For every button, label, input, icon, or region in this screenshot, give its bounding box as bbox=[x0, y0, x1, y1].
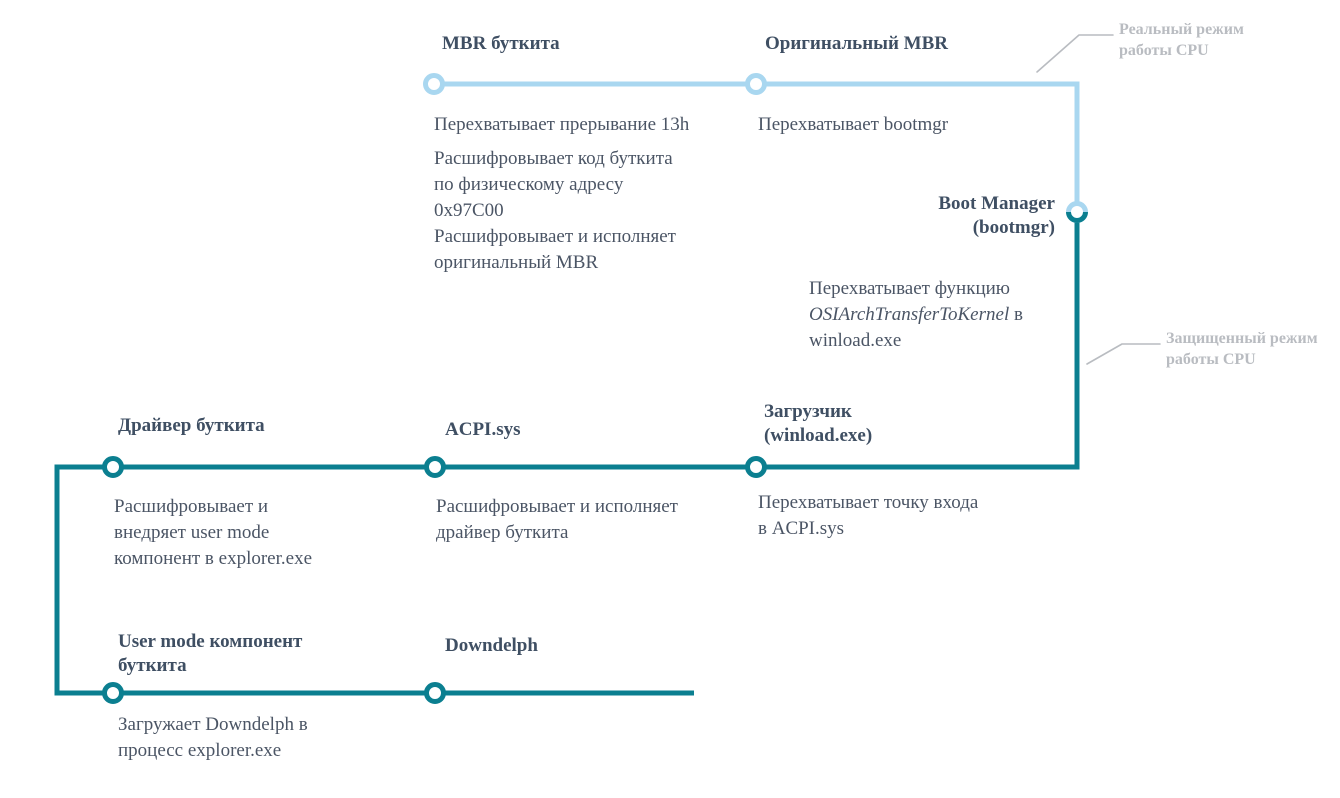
boot-manager-desc-prefix: Перехватывает функцию bbox=[809, 278, 1010, 299]
real-mode-path bbox=[434, 81, 1080, 212]
node-mbr-bootkit-marker[interactable] bbox=[423, 73, 445, 95]
node-title-bootkit-driver: Драйвер буткита bbox=[118, 415, 265, 436]
mode-label-real-mode: Реальный режим работы CPU bbox=[1119, 21, 1244, 59]
node-title-mbr-bootkit: MBR буткита bbox=[442, 33, 560, 54]
real-mode-leader-line bbox=[1036, 34, 1114, 73]
node-title-downdelph: Downdelph bbox=[445, 635, 538, 656]
node-desc-mbr-bootkit-2: Расшифровывает код буткита по физическом… bbox=[434, 148, 673, 221]
node-title-user-mode-component: User mode компонент буткита bbox=[118, 631, 303, 676]
node-desc-acpi-sys-1: Расшифровывает и исполняет драйвер бутки… bbox=[436, 496, 678, 543]
mode-label-protected-mode: Защищенный режим работы CPU bbox=[1166, 330, 1318, 368]
protected-mode-leader-line bbox=[1086, 343, 1161, 365]
node-winload-marker[interactable] bbox=[745, 456, 767, 478]
node-bootkit-driver-marker[interactable] bbox=[102, 456, 124, 478]
node-title-winload: Загрузчик (winload.exe) bbox=[764, 401, 873, 446]
node-desc-original-mbr-1: Перехватывает bootmgr bbox=[758, 114, 949, 135]
node-downdelph-marker[interactable] bbox=[424, 682, 446, 704]
protected-mode-path bbox=[54, 212, 1080, 696]
node-desc-bootkit-driver-1: Расшифровывает и внедряет user mode комп… bbox=[114, 496, 313, 569]
node-title-boot-manager: Boot Manager (bootmgr) bbox=[938, 193, 1055, 238]
node-boot-manager-marker[interactable] bbox=[1066, 201, 1088, 223]
boot-manager-desc-suffix: в winload.exe bbox=[809, 304, 1023, 351]
boot-manager-desc-function: OSIArchTransferToKernel bbox=[809, 304, 1010, 325]
node-desc-user-mode-component-1: Загружает Downdelph в процесс explorer.e… bbox=[118, 714, 308, 761]
node-desc-winload-1: Перехватывает точку входа в ACPI.sys bbox=[758, 492, 979, 539]
node-acpi-sys-marker[interactable] bbox=[424, 456, 446, 478]
node-user-mode-component-marker[interactable] bbox=[102, 682, 124, 704]
node-desc-mbr-bootkit-3: Расшифровывает и исполняет оригинальный … bbox=[434, 226, 676, 273]
node-title-acpi-sys: ACPI.sys bbox=[445, 419, 521, 440]
node-desc-mbr-bootkit-1: Перехватывает прерывание 13h bbox=[434, 114, 690, 135]
node-title-original-mbr: Оригинальный MBR bbox=[765, 33, 948, 54]
node-desc-boot-manager-1: Перехватывает функцию OSIArchTransferToK… bbox=[809, 276, 1069, 354]
node-original-mbr-marker[interactable] bbox=[745, 73, 767, 95]
